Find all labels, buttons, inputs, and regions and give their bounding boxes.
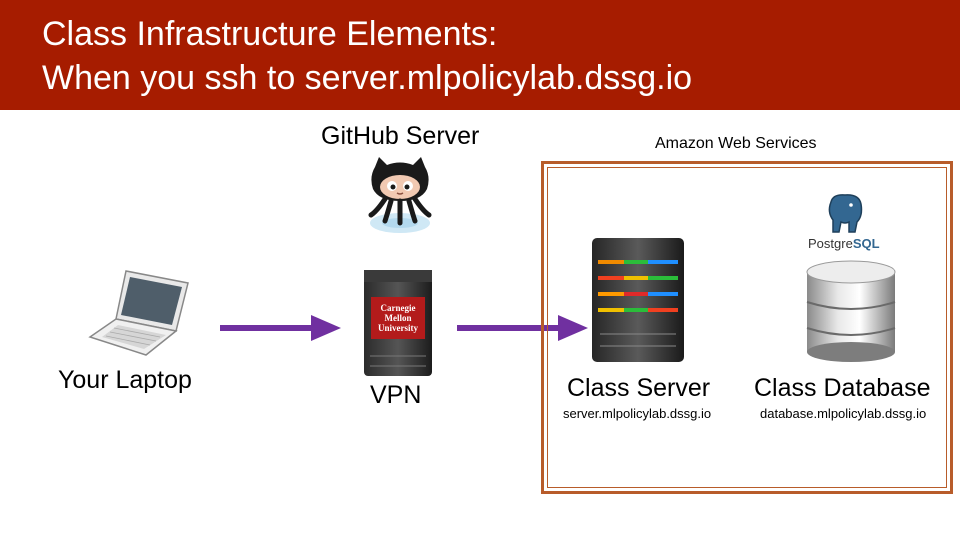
postgresql-elephant-icon bbox=[828, 194, 863, 233]
class-database-host: database.mlpolicylab.dssg.io bbox=[760, 406, 927, 421]
cmu-badge-line3: University bbox=[378, 323, 418, 333]
class-database-label: Class Database bbox=[754, 374, 931, 402]
slide-title-line2: When you ssh to server.mlpolicylab.dssg.… bbox=[42, 59, 693, 97]
github-server-label: GitHub Server bbox=[321, 122, 480, 150]
arrow-laptop-to-vpn bbox=[220, 315, 341, 341]
cmu-badge-line2: Mellon bbox=[384, 313, 412, 323]
laptop-label: Your Laptop bbox=[58, 366, 192, 394]
cmu-badge: Carnegie Mellon University bbox=[371, 297, 425, 339]
class-server-icon bbox=[592, 238, 684, 362]
arrow-vpn-to-class-server bbox=[457, 315, 588, 341]
class-server-host: server.mlpolicylab.dssg.io bbox=[563, 406, 712, 421]
aws-region-box bbox=[541, 161, 953, 494]
slide-title-line1: Class Infrastructure Elements: bbox=[42, 15, 498, 53]
class-server-label: Class Server bbox=[567, 374, 711, 402]
vpn-label: VPN bbox=[370, 381, 422, 409]
laptop-icon bbox=[88, 270, 189, 356]
octocat-icon bbox=[368, 157, 432, 233]
cmu-badge-line1: Carnegie bbox=[380, 303, 416, 313]
aws-label: Amazon Web Services bbox=[655, 135, 817, 152]
database-cylinder-icon bbox=[806, 260, 896, 362]
postgresql-logo-text-b: SQL bbox=[852, 236, 880, 251]
postgresql-logo-text: PostgreSQL bbox=[808, 236, 880, 251]
title-bar bbox=[0, 0, 960, 110]
postgresql-logo-text-a: Postgre bbox=[808, 236, 853, 251]
